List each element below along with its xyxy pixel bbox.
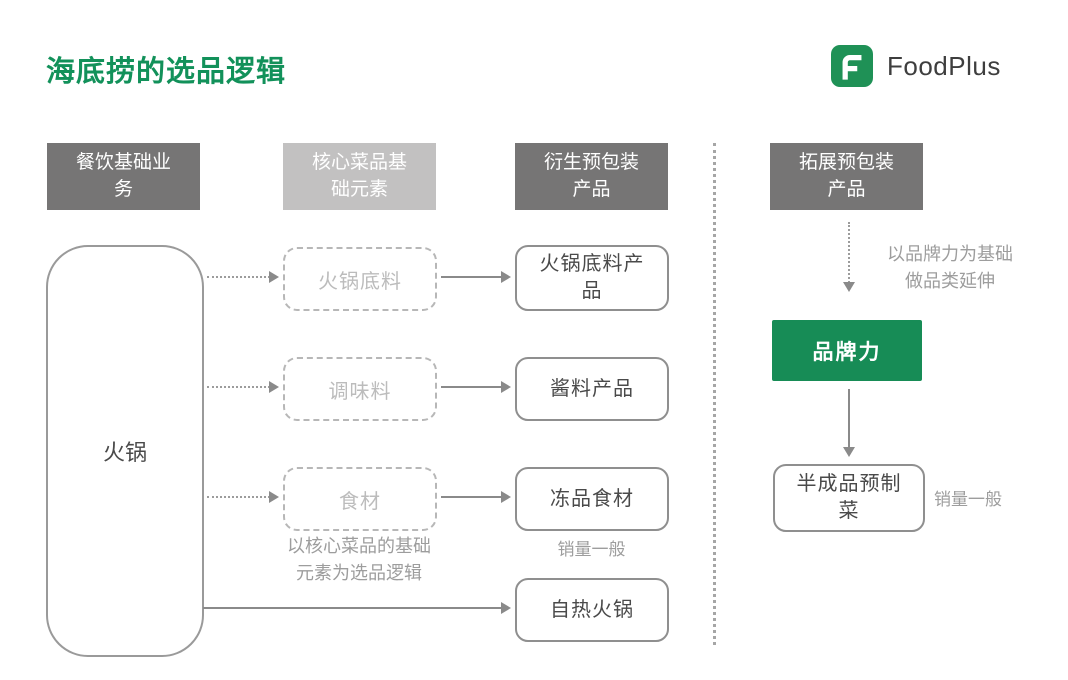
header-expanded-packaged-line1: 拓展预包装 bbox=[798, 151, 894, 173]
header-core-elements-line2: 础元素 bbox=[330, 178, 388, 200]
caption-semi-sales: 销量一般 bbox=[934, 490, 1002, 509]
node-self-heating-hotpot-label: 自热火锅 bbox=[550, 598, 634, 621]
node-frozen-ingredients-label: 冻品食材 bbox=[550, 487, 634, 510]
node-sauce-product: 酱料产品 bbox=[515, 357, 669, 421]
node-hotpot-base-product-line2: 品 bbox=[581, 280, 603, 302]
node-ingredients: 食材 bbox=[283, 467, 437, 531]
header-derived-packaged-line2: 产品 bbox=[572, 178, 611, 200]
node-sauce-product-label: 酱料产品 bbox=[550, 377, 634, 400]
node-self-heating-hotpot: 自热火锅 bbox=[515, 578, 669, 642]
node-seasoning: 调味料 bbox=[283, 357, 437, 421]
header-core-elements: 核心菜品基 础元素 bbox=[283, 143, 436, 210]
node-hotpot-base: 火锅底料 bbox=[283, 247, 437, 311]
section-divider-dotted bbox=[713, 143, 716, 645]
header-base-business-line1: 餐饮基础业 bbox=[75, 151, 171, 173]
caption-brand-extension-line1: 以品牌力为基础 bbox=[887, 244, 1013, 264]
node-brand-power-label: 品牌力 bbox=[812, 340, 882, 364]
header-expanded-packaged-line2: 产品 bbox=[827, 178, 866, 200]
node-seasoning-label: 调味料 bbox=[328, 380, 392, 403]
header-core-elements-line1: 核心菜品基 bbox=[311, 151, 407, 173]
header-base-business-line2: 务 bbox=[113, 178, 133, 200]
node-hotpot-base-product: 火锅底料产 品 bbox=[515, 245, 669, 311]
node-ingredients-label: 食材 bbox=[339, 490, 381, 513]
node-semi-finished-dishes: 半成品预制 菜 bbox=[773, 464, 925, 532]
header-expanded-packaged: 拓展预包装 产品 bbox=[770, 143, 923, 210]
caption-core-logic-line1: 以核心菜品的基础 bbox=[287, 536, 431, 556]
caption-brand-extension-line2: 做品类延伸 bbox=[905, 271, 995, 291]
node-semi-finished-line1: 半成品预制 bbox=[796, 473, 902, 495]
foodplus-f-icon bbox=[831, 45, 873, 87]
header-derived-packaged-line1: 衍生预包装 bbox=[543, 151, 639, 173]
foodplus-logo-text: FoodPlus bbox=[887, 50, 1001, 81]
page-title: 海底捞的选品逻辑 bbox=[46, 56, 287, 88]
node-hotpot: 火锅 bbox=[46, 245, 204, 657]
foodplus-logo: FoodPlus bbox=[831, 45, 1001, 87]
caption-brand-extension: 以品牌力为基础 做品类延伸 bbox=[872, 241, 1028, 295]
node-brand-power: 品牌力 bbox=[772, 320, 922, 381]
node-semi-finished-line2: 菜 bbox=[838, 500, 860, 522]
caption-core-logic: 以核心菜品的基础 元素为选品逻辑 bbox=[238, 533, 480, 587]
header-derived-packaged: 衍生预包装 产品 bbox=[515, 143, 668, 210]
caption-core-logic-line2: 元素为选品逻辑 bbox=[296, 563, 422, 583]
node-hotpot-label: 火锅 bbox=[102, 440, 147, 465]
node-frozen-ingredients: 冻品食材 bbox=[515, 467, 669, 531]
caption-frozen-sales: 销量一般 bbox=[557, 540, 626, 559]
node-hotpot-base-product-line1: 火锅底料产 bbox=[539, 253, 645, 275]
header-base-business: 餐饮基础业 务 bbox=[47, 143, 200, 210]
node-hotpot-base-label: 火锅底料 bbox=[318, 270, 402, 293]
